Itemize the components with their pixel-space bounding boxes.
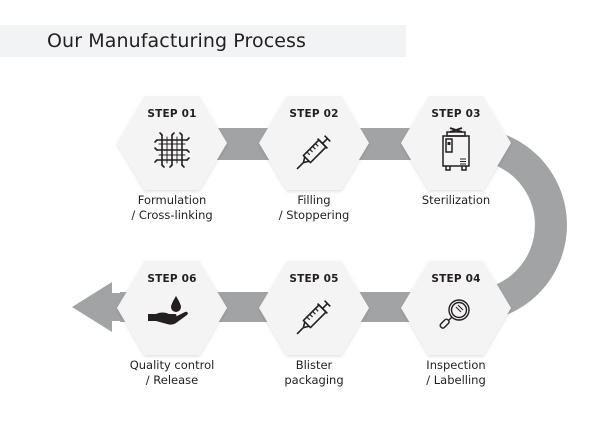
step-02-label: STEP 02 <box>289 108 339 120</box>
step-02-name: Filling / Stoppering <box>244 193 384 223</box>
step-02-name-line1: Filling <box>297 193 331 207</box>
step-04-name: Inspection / Labelling <box>386 358 526 388</box>
step-01-label: STEP 01 <box>147 108 197 120</box>
hand-drop-icon <box>148 296 188 325</box>
step-04-label: STEP 04 <box>431 273 481 285</box>
syringe-icon <box>296 135 331 170</box>
step-06-name-line2: / Release <box>145 373 199 387</box>
step-03-name-line1: Sterilization <box>421 193 491 207</box>
step-02-name-line2: / Stoppering <box>278 208 350 222</box>
step-01-name: Formulation / Cross-linking <box>102 193 242 223</box>
flow-arrow-head <box>72 282 132 332</box>
step-01-name-line1: Formulation <box>137 193 207 207</box>
magnifier-icon <box>439 299 470 329</box>
mesh-icon <box>154 132 190 168</box>
step-03-label: STEP 03 <box>431 108 481 120</box>
step-04-name-line2: / Labelling <box>426 373 486 387</box>
step-05-name-line2: packaging <box>284 373 344 387</box>
step-05-label: STEP 05 <box>289 273 339 285</box>
autoclave-icon <box>442 127 470 171</box>
step-04-name-line1: Inspection <box>426 358 486 372</box>
step-06-name: Quality control / Release <box>102 358 242 388</box>
step-05-name: Blister packaging <box>244 358 384 388</box>
flow-band-curve <box>470 128 567 322</box>
step-03-name: Sterilization <box>386 193 526 208</box>
step-06-label: STEP 06 <box>147 273 197 285</box>
step-01-name-line2: / Cross-linking <box>131 208 213 222</box>
step-06-name-line1: Quality control <box>129 358 215 372</box>
title-bar: Our Manufacturing Process <box>0 25 406 57</box>
page-title: Our Manufacturing Process <box>47 30 307 52</box>
hexagon-step-04 <box>401 261 511 355</box>
syringe-icon <box>296 300 331 335</box>
hexagon-step-05 <box>259 261 369 355</box>
hexagon-step-02 <box>259 96 369 190</box>
step-05-name-line1: Blister <box>295 358 333 372</box>
